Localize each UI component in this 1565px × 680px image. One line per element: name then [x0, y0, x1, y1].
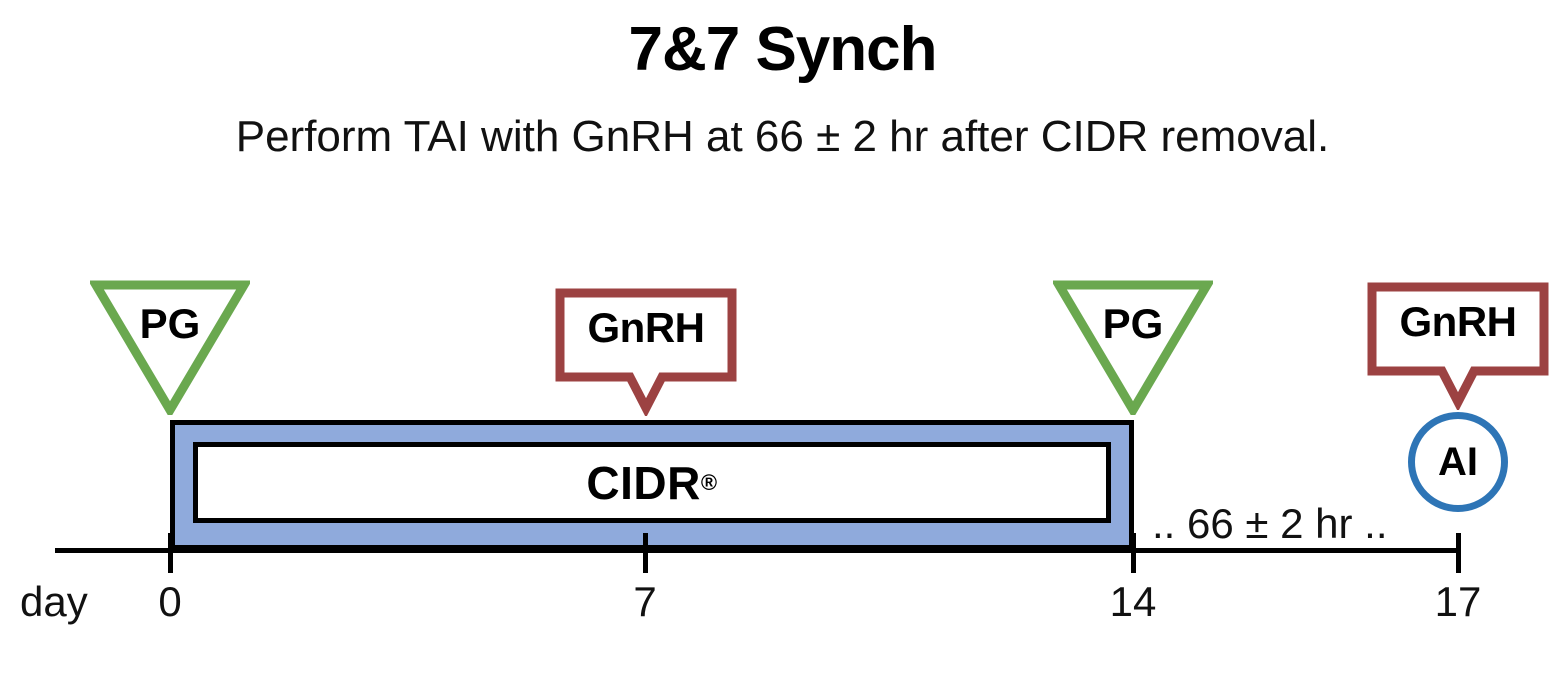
callout-bubble-icon — [555, 288, 737, 416]
marker-pg-day-14: PG — [1053, 280, 1213, 415]
interval-annotation: .. 66 ± 2 hr .. — [1150, 500, 1390, 548]
tick-label-day-0: 0 — [158, 578, 182, 625]
marker-pg-day-0-label: PG — [139, 300, 201, 347]
tick-day-17 — [1456, 533, 1461, 573]
cidr-span-inner: CIDR® — [193, 442, 1111, 523]
page-subtitle: Perform TAI with GnRH at 66 ± 2 hr after… — [235, 112, 1330, 161]
marker-pg-day-14-label: PG — [1102, 300, 1164, 347]
marker-pg-day-0: PG — [90, 280, 250, 415]
down-triangle-icon — [90, 280, 250, 415]
tick-label-day-14: 14 — [1109, 578, 1157, 625]
callout-bubble-icon — [1367, 282, 1549, 410]
cidr-label: CIDR® — [586, 456, 718, 509]
tick-label-day-17: 17 — [1434, 578, 1482, 625]
tick-day-0 — [168, 533, 173, 573]
marker-ai-day-17-label: AI — [1438, 439, 1478, 484]
marker-gnrh-day-7-label: GnRH — [587, 304, 706, 351]
page-title: 7&7 Synch — [628, 15, 937, 84]
tick-day-14 — [1131, 533, 1136, 573]
marker-gnrh-day-17-label: GnRH — [1399, 298, 1518, 345]
marker-gnrh-day-17: GnRH — [1367, 282, 1549, 410]
marker-gnrh-day-7: GnRH — [555, 288, 737, 416]
marker-ai-day-17: AI — [1408, 412, 1508, 512]
cidr-span-bar: CIDR® — [170, 420, 1134, 550]
timeline-axis — [55, 548, 1460, 553]
cidr-label-text: CIDR — [586, 456, 701, 509]
tick-label-day-7: 7 — [633, 578, 657, 625]
axis-label-day: day — [20, 578, 88, 625]
tick-day-7 — [643, 533, 648, 573]
down-triangle-icon — [1053, 280, 1213, 415]
